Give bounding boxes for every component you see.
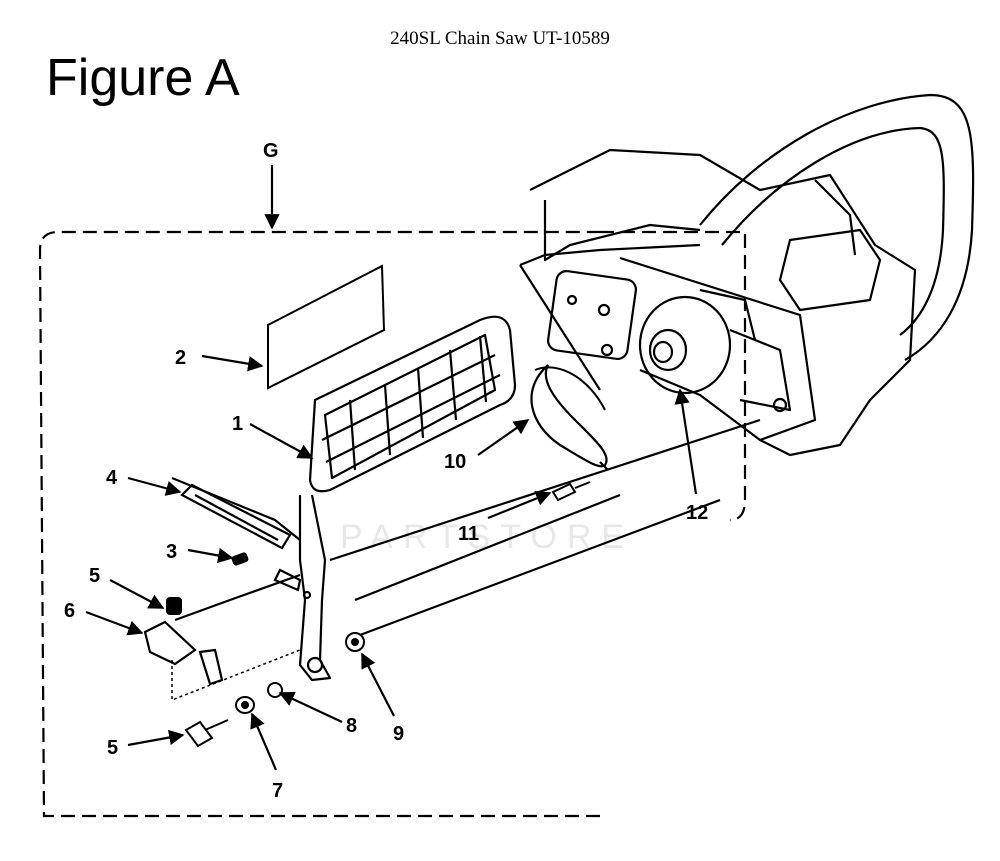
bracket-part-4	[171, 476, 302, 592]
callout-11: 11	[458, 523, 479, 545]
callout-7: 7	[272, 780, 283, 802]
figure-title: Figure A	[46, 49, 240, 107]
cable-loop-inner	[534, 366, 606, 411]
callout-10: 10	[444, 451, 466, 473]
chainsaw-body	[329, 93, 975, 637]
callout-3: 3	[166, 541, 177, 563]
callout-1: 1	[232, 413, 243, 435]
callout-6: 6	[64, 600, 75, 622]
dashed-boundary	[38, 230, 747, 818]
callout-2: 2	[175, 347, 186, 369]
callout-5-upper: 5	[89, 565, 100, 587]
callout-arrows	[85, 354, 698, 771]
decal-part	[267, 264, 386, 390]
watermark-text: PARTSTORE	[340, 518, 634, 556]
hardware-parts	[166, 481, 591, 748]
hand-guard-part	[298, 315, 517, 682]
callout-9: 9	[393, 723, 404, 745]
callout-8: 8	[346, 715, 357, 737]
view-g-label: G	[263, 140, 279, 162]
stop-block-part-6	[143, 573, 301, 702]
document-title: 240SL Chain Saw UT-10589	[390, 28, 610, 49]
callout-4: 4	[106, 467, 118, 489]
callout-12: 12	[686, 502, 708, 524]
cable-part-10	[530, 364, 609, 471]
callout-5-lower: 5	[107, 737, 118, 759]
